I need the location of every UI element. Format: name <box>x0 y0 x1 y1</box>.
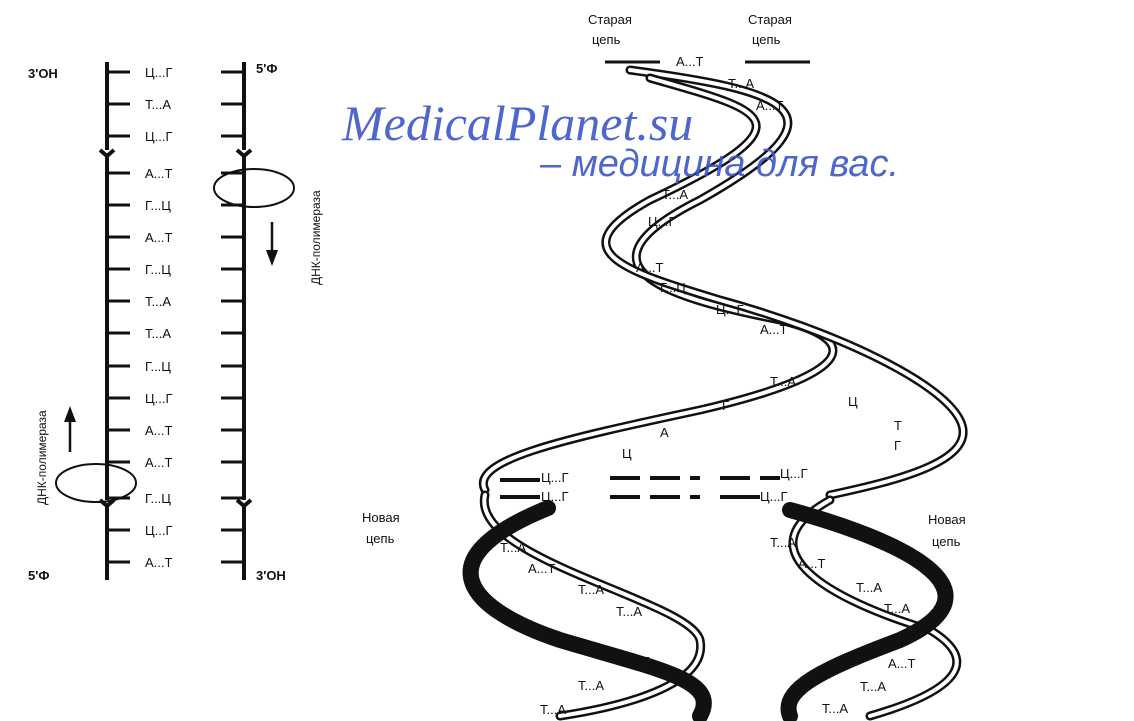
helix-pair-label: Т...А <box>728 76 754 91</box>
right-strand <box>237 62 251 580</box>
daughter-pair-label: Т...А <box>540 702 566 717</box>
dna-polymerase-lower <box>56 464 136 502</box>
pair-label: А...Т <box>145 166 173 181</box>
daughter-pair-label: А...Т <box>622 654 650 669</box>
new-chain-right-label-1: Новая <box>928 512 966 527</box>
helix-pair-label: А...Т <box>676 54 704 69</box>
single-base-label: Ц <box>622 446 632 461</box>
daughter-pair-label: А...Т <box>888 656 916 671</box>
pair-label: Т...А <box>145 97 171 112</box>
daughter-pair-label: Т...А <box>770 535 796 550</box>
daughter-pair-label: Т...А <box>856 580 882 595</box>
old-chain-right-label-2: цепь <box>752 32 781 47</box>
daughter-pair-label: А...Т <box>528 561 556 576</box>
end-label-top-left: 3'OH <box>28 66 58 81</box>
arrow-down-icon <box>266 222 278 266</box>
end-label-top-right: 5'Ф <box>256 61 277 76</box>
old-chain-right-label-1: Старая <box>748 12 792 27</box>
pair-label: Ц...Г <box>145 523 173 538</box>
single-base-label: Г <box>894 438 901 453</box>
pair-label: А...Т <box>145 423 173 438</box>
helix-pair-label: Ц...Г <box>716 302 744 317</box>
helix-pair-label: А...Т <box>636 260 664 275</box>
pair-label: А...Т <box>145 230 173 245</box>
helix-pair-label: Ц...Г <box>648 214 676 229</box>
fork-pair-label: Ц...Г <box>780 466 808 481</box>
daughter-pair-label: Т...А <box>884 601 910 616</box>
daughter-pair-label: Т...А <box>500 540 526 555</box>
arrow-up-icon <box>64 406 76 452</box>
single-base-label: А <box>660 425 669 440</box>
pair-label: Г...Ц <box>145 359 171 374</box>
pair-label: Ц...Г <box>145 391 173 406</box>
daughter-pair-label: Т...А <box>578 678 604 693</box>
helix-pair-label: Т...А <box>662 187 688 202</box>
single-base-label: Т <box>894 418 902 433</box>
helix-pair-label: А...Т <box>760 322 788 337</box>
daughter-pair-label: Т...А <box>860 679 886 694</box>
helix-pair-label: А...Т <box>756 98 784 113</box>
pair-label: Г...Ц <box>145 198 171 213</box>
old-chain-left-label-2: цепь <box>592 32 621 47</box>
end-label-bottom-right: 3'OH <box>256 568 286 583</box>
end-label-bottom-left: 5'Ф <box>28 568 49 583</box>
old-chain-left-label-1: Старая <box>588 12 632 27</box>
linear-dna-diagram: 3'OH 5'Ф 5'Ф 3'OH Ц...Г Т...А Ц...Г А...… <box>28 61 323 583</box>
watermark-subtitle: – медицина для вас. <box>539 143 899 185</box>
pair-label: Ц...Г <box>145 65 173 80</box>
daughter-pair-label: А...Т <box>798 556 826 571</box>
daughter-pair-label: Т...А <box>578 582 604 597</box>
polymerase-label-lower: ДНК-полимераза <box>35 410 49 505</box>
new-chain-left-label-1: Новая <box>362 510 400 525</box>
pair-label: А...Т <box>145 555 173 570</box>
pair-label: Ц...Г <box>145 129 173 144</box>
helix-pair-label: Т...А <box>770 374 796 389</box>
new-chain-left-label-2: цепь <box>366 531 395 546</box>
new-chain-right-label-2: цепь <box>932 534 961 549</box>
pair-label: Г...Ц <box>145 262 171 277</box>
polymerase-label-upper: ДНК-полимераза <box>309 190 323 285</box>
pair-label: А...Т <box>145 455 173 470</box>
dna-polymerase-upper <box>214 169 294 207</box>
pair-label: Г...Ц <box>145 491 171 506</box>
fork-pair-label: Ц...Г <box>541 470 569 485</box>
single-base-label: Г <box>722 398 729 413</box>
fork-pair-label: Ц...Г <box>760 489 788 504</box>
helix-pair-label: Г...Ц <box>660 280 686 295</box>
pair-label: Т...А <box>145 326 171 341</box>
single-base-label: Ц <box>848 394 858 409</box>
pair-label: Т...А <box>145 294 171 309</box>
daughter-pair-label: Т...А <box>822 701 848 716</box>
daughter-pair-label: Т...А <box>616 604 642 619</box>
